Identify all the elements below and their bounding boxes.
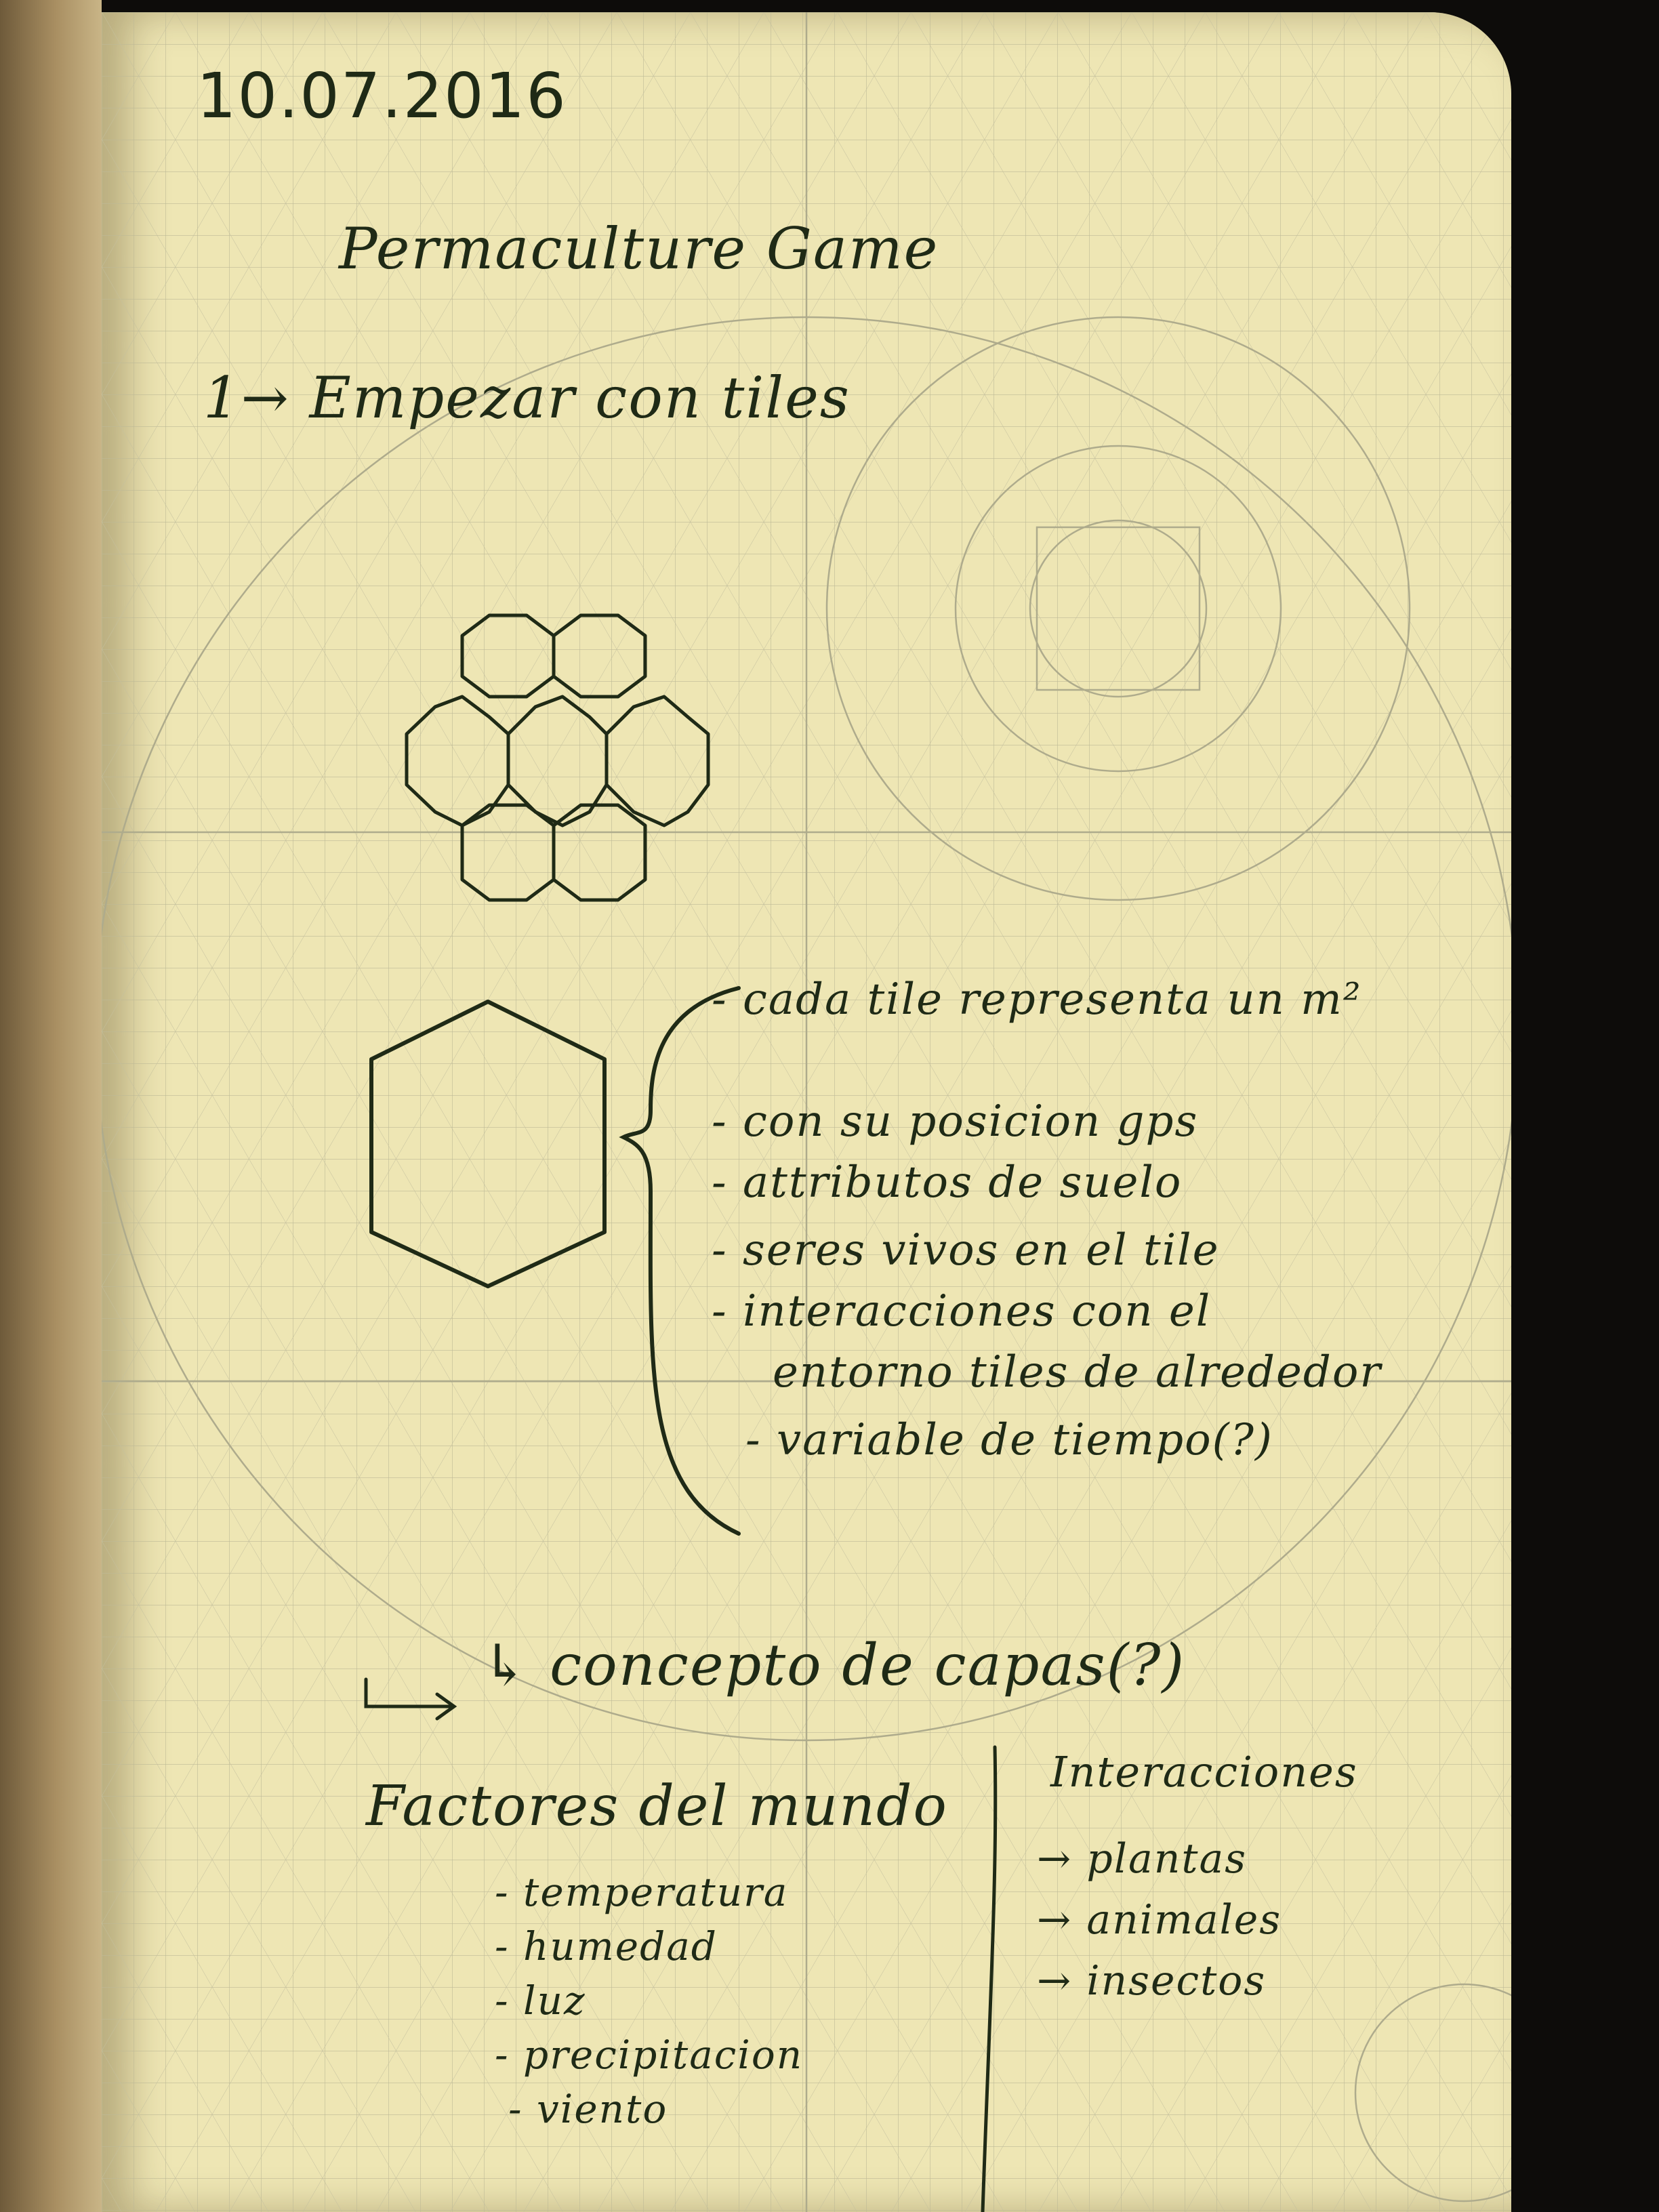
- attribute-item: - cada tile representa un m²: [712, 975, 1362, 1025]
- column-divider: [981, 1745, 998, 2212]
- interactions-heading: Interacciones: [1050, 1747, 1358, 1797]
- interaction-item: → plantas: [1037, 1835, 1248, 1883]
- page-title: Permaculture Game: [339, 216, 939, 282]
- attribute-item: - variable de tiempo(?): [745, 1415, 1273, 1465]
- page-grid: [102, 12, 1511, 2212]
- attribute-item: - con su posicion gps: [712, 1097, 1199, 1147]
- interaction-item: → animales: [1037, 1896, 1282, 1944]
- factors-heading: Factores del mundo: [366, 1774, 948, 1839]
- return-arrow-icon: [364, 1677, 457, 1721]
- hex-cluster: [405, 613, 710, 902]
- date-heading: 10.07.2016: [197, 60, 567, 132]
- factor-item: - precipitacion: [495, 2032, 804, 2078]
- notebook-page: 10.07.2016 Permaculture Game 1→ Empezar …: [102, 12, 1511, 2212]
- factor-item: - temperatura: [495, 1869, 789, 1915]
- factor-item: - luz: [495, 1978, 586, 2024]
- curly-brace: [619, 986, 741, 1536]
- factor-item: - humedad: [495, 1923, 718, 1969]
- attribute-item: - attributos de suelo: [712, 1158, 1183, 1208]
- left-page-edge: [0, 0, 102, 2212]
- factor-item: - viento: [508, 2086, 668, 2132]
- attribute-item: - interacciones con el: [712, 1286, 1212, 1336]
- step-one: 1→ Empezar con tiles: [203, 365, 851, 431]
- single-hexagon: [369, 1000, 607, 1288]
- attribute-item: - seres vivos en el tile: [712, 1225, 1220, 1275]
- attribute-item: entorno tiles de alrededor: [773, 1347, 1382, 1397]
- interaction-item: → insectos: [1037, 1957, 1267, 2005]
- concept-line: ↳ concepto de capas(?): [481, 1632, 1186, 1698]
